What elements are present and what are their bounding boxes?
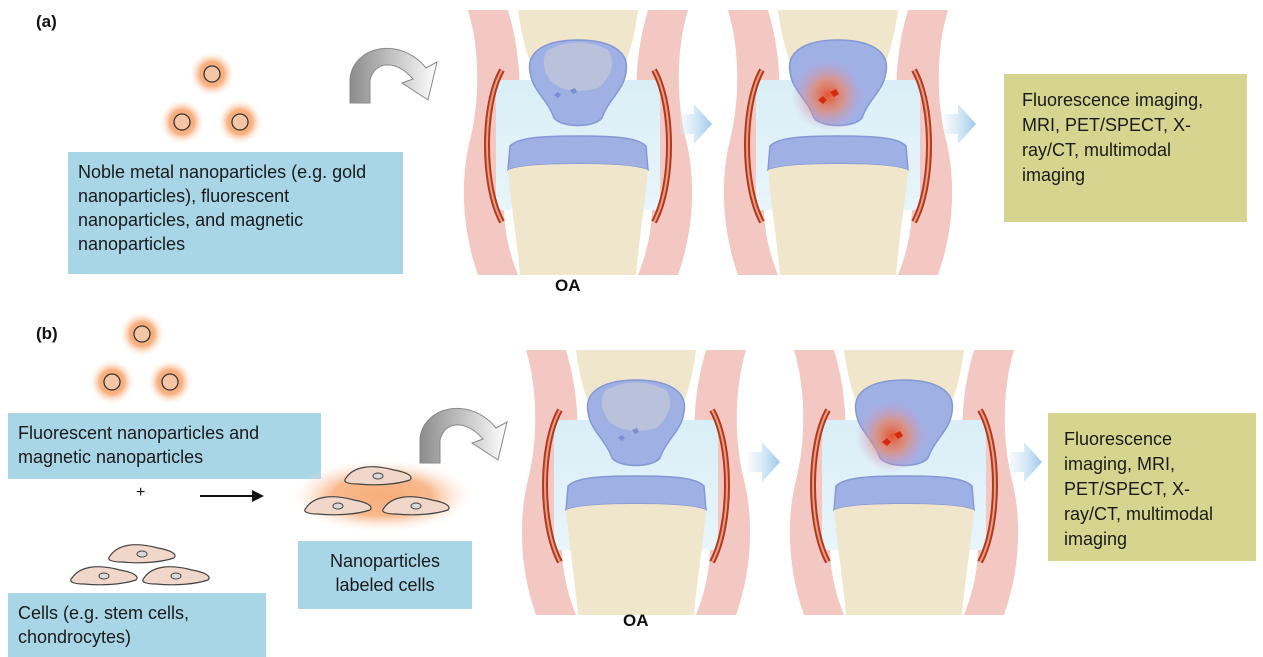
arrow-right-icon: [680, 104, 712, 144]
arrow-right-icon: [748, 442, 780, 482]
nanoparticles-description-box: Noble metal nanoparticles (e.g. gold nan…: [68, 152, 403, 274]
nanoparticles-description-box-b: Fluorescent nanoparticles and magnetic n…: [8, 413, 321, 479]
plus-sign: +: [136, 484, 145, 502]
nanoparticles-text: Noble metal nanoparticles (e.g. gold nan…: [78, 162, 366, 254]
cell: [143, 567, 209, 585]
knee-joint-illustration-b: [516, 350, 756, 615]
panel-a-label: (a): [36, 12, 57, 32]
curved-arrow-icon: [340, 28, 460, 108]
nanoparticle-cluster-b: [84, 310, 204, 410]
imaging-methods-text-b: Fluorescence imaging, MRI, PET/SPECT, X-…: [1064, 429, 1213, 549]
cells-text: Cells (e.g. stem cells, chondrocytes): [18, 603, 189, 647]
nanoparticle: [190, 52, 234, 96]
nanoparticle: [218, 100, 262, 144]
nanoparticles-text-b: Fluorescent nanoparticles and magnetic n…: [18, 423, 259, 467]
curved-arrow-icon: [410, 388, 530, 468]
cells-cluster: [66, 540, 216, 590]
labeled-cells-box: Nanoparticles labeled cells: [298, 541, 472, 609]
imaging-methods-box-b: Fluorescence imaging, MRI, PET/SPECT, X-…: [1048, 413, 1256, 561]
knee-joint-labeled-illustration-b: [784, 350, 1024, 615]
imaging-methods-text: Fluorescence imaging, MRI, PET/SPECT, X-…: [1022, 90, 1203, 185]
cell: [109, 545, 175, 563]
knee-joint-labeled-illustration: [718, 10, 958, 275]
knee-joint-illustration: [458, 10, 698, 275]
arrow-right-icon: [200, 488, 266, 504]
imaging-methods-box-a: Fluorescence imaging, MRI, PET/SPECT, X-…: [1004, 74, 1247, 222]
nanoparticle: [160, 100, 204, 144]
cell: [71, 567, 137, 585]
cells-description-box: Cells (e.g. stem cells, chondrocytes): [8, 593, 266, 657]
arrow-right-icon: [1010, 442, 1042, 482]
nanoparticle: [90, 360, 134, 404]
labeled-cells-text: Nanoparticles labeled cells: [330, 551, 440, 595]
nanoparticle: [148, 360, 192, 404]
oa-label-a: OA: [555, 276, 581, 296]
panel-b-label: (b): [36, 324, 58, 344]
oa-label-b: OA: [623, 611, 649, 631]
nanoparticle: [120, 312, 164, 356]
nanoparticle-cluster-a: [150, 52, 270, 152]
arrow-right-icon: [944, 104, 976, 144]
